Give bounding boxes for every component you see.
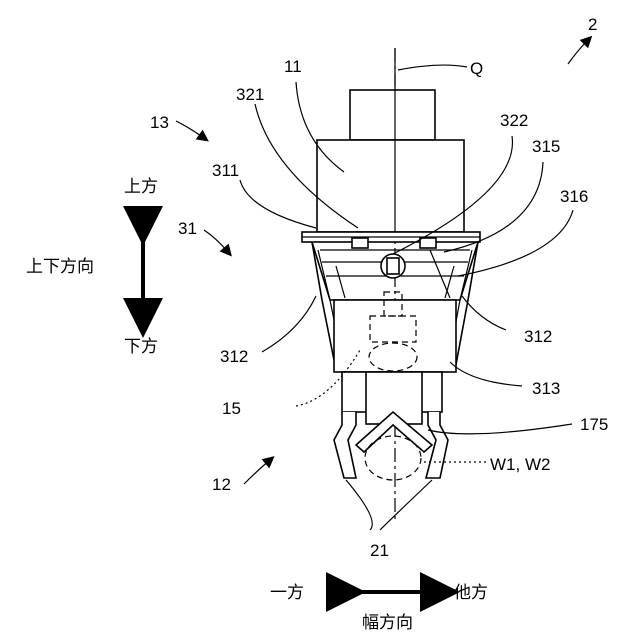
label-one-side: 一方 (270, 583, 304, 603)
label-width: 幅方向 (362, 613, 413, 633)
label-11: 11 (284, 57, 302, 76)
label-21: 21 (370, 541, 389, 560)
label-w1w2: W1, W2 (490, 455, 550, 474)
label-13: 13 (150, 113, 169, 132)
label-15: 15 (222, 399, 241, 418)
label-315: 315 (532, 137, 560, 156)
top-block (350, 90, 435, 140)
label-316: 316 (560, 187, 588, 206)
label-312-left: 312 (220, 347, 248, 366)
housing-313 (334, 300, 456, 372)
label-vertical: 上下方向 (26, 257, 94, 277)
label-12: 12 (212, 475, 231, 494)
label-311: 311 (212, 161, 239, 180)
label-313: 313 (532, 379, 560, 398)
label-other-side: 他方 (454, 583, 488, 603)
label-321: 321 (236, 85, 264, 104)
label-q: Q (470, 59, 483, 78)
label-312-right: 312 (524, 327, 552, 346)
label-2: 2 (588, 15, 597, 34)
label-31: 31 (178, 219, 197, 238)
label-down: 下方 (124, 337, 158, 357)
label-up: 上方 (124, 177, 158, 197)
arm-312-left (312, 242, 336, 370)
label-175: 175 (580, 415, 608, 434)
finger-left (334, 412, 356, 478)
body-11 (317, 140, 464, 232)
label-322: 322 (500, 111, 528, 130)
